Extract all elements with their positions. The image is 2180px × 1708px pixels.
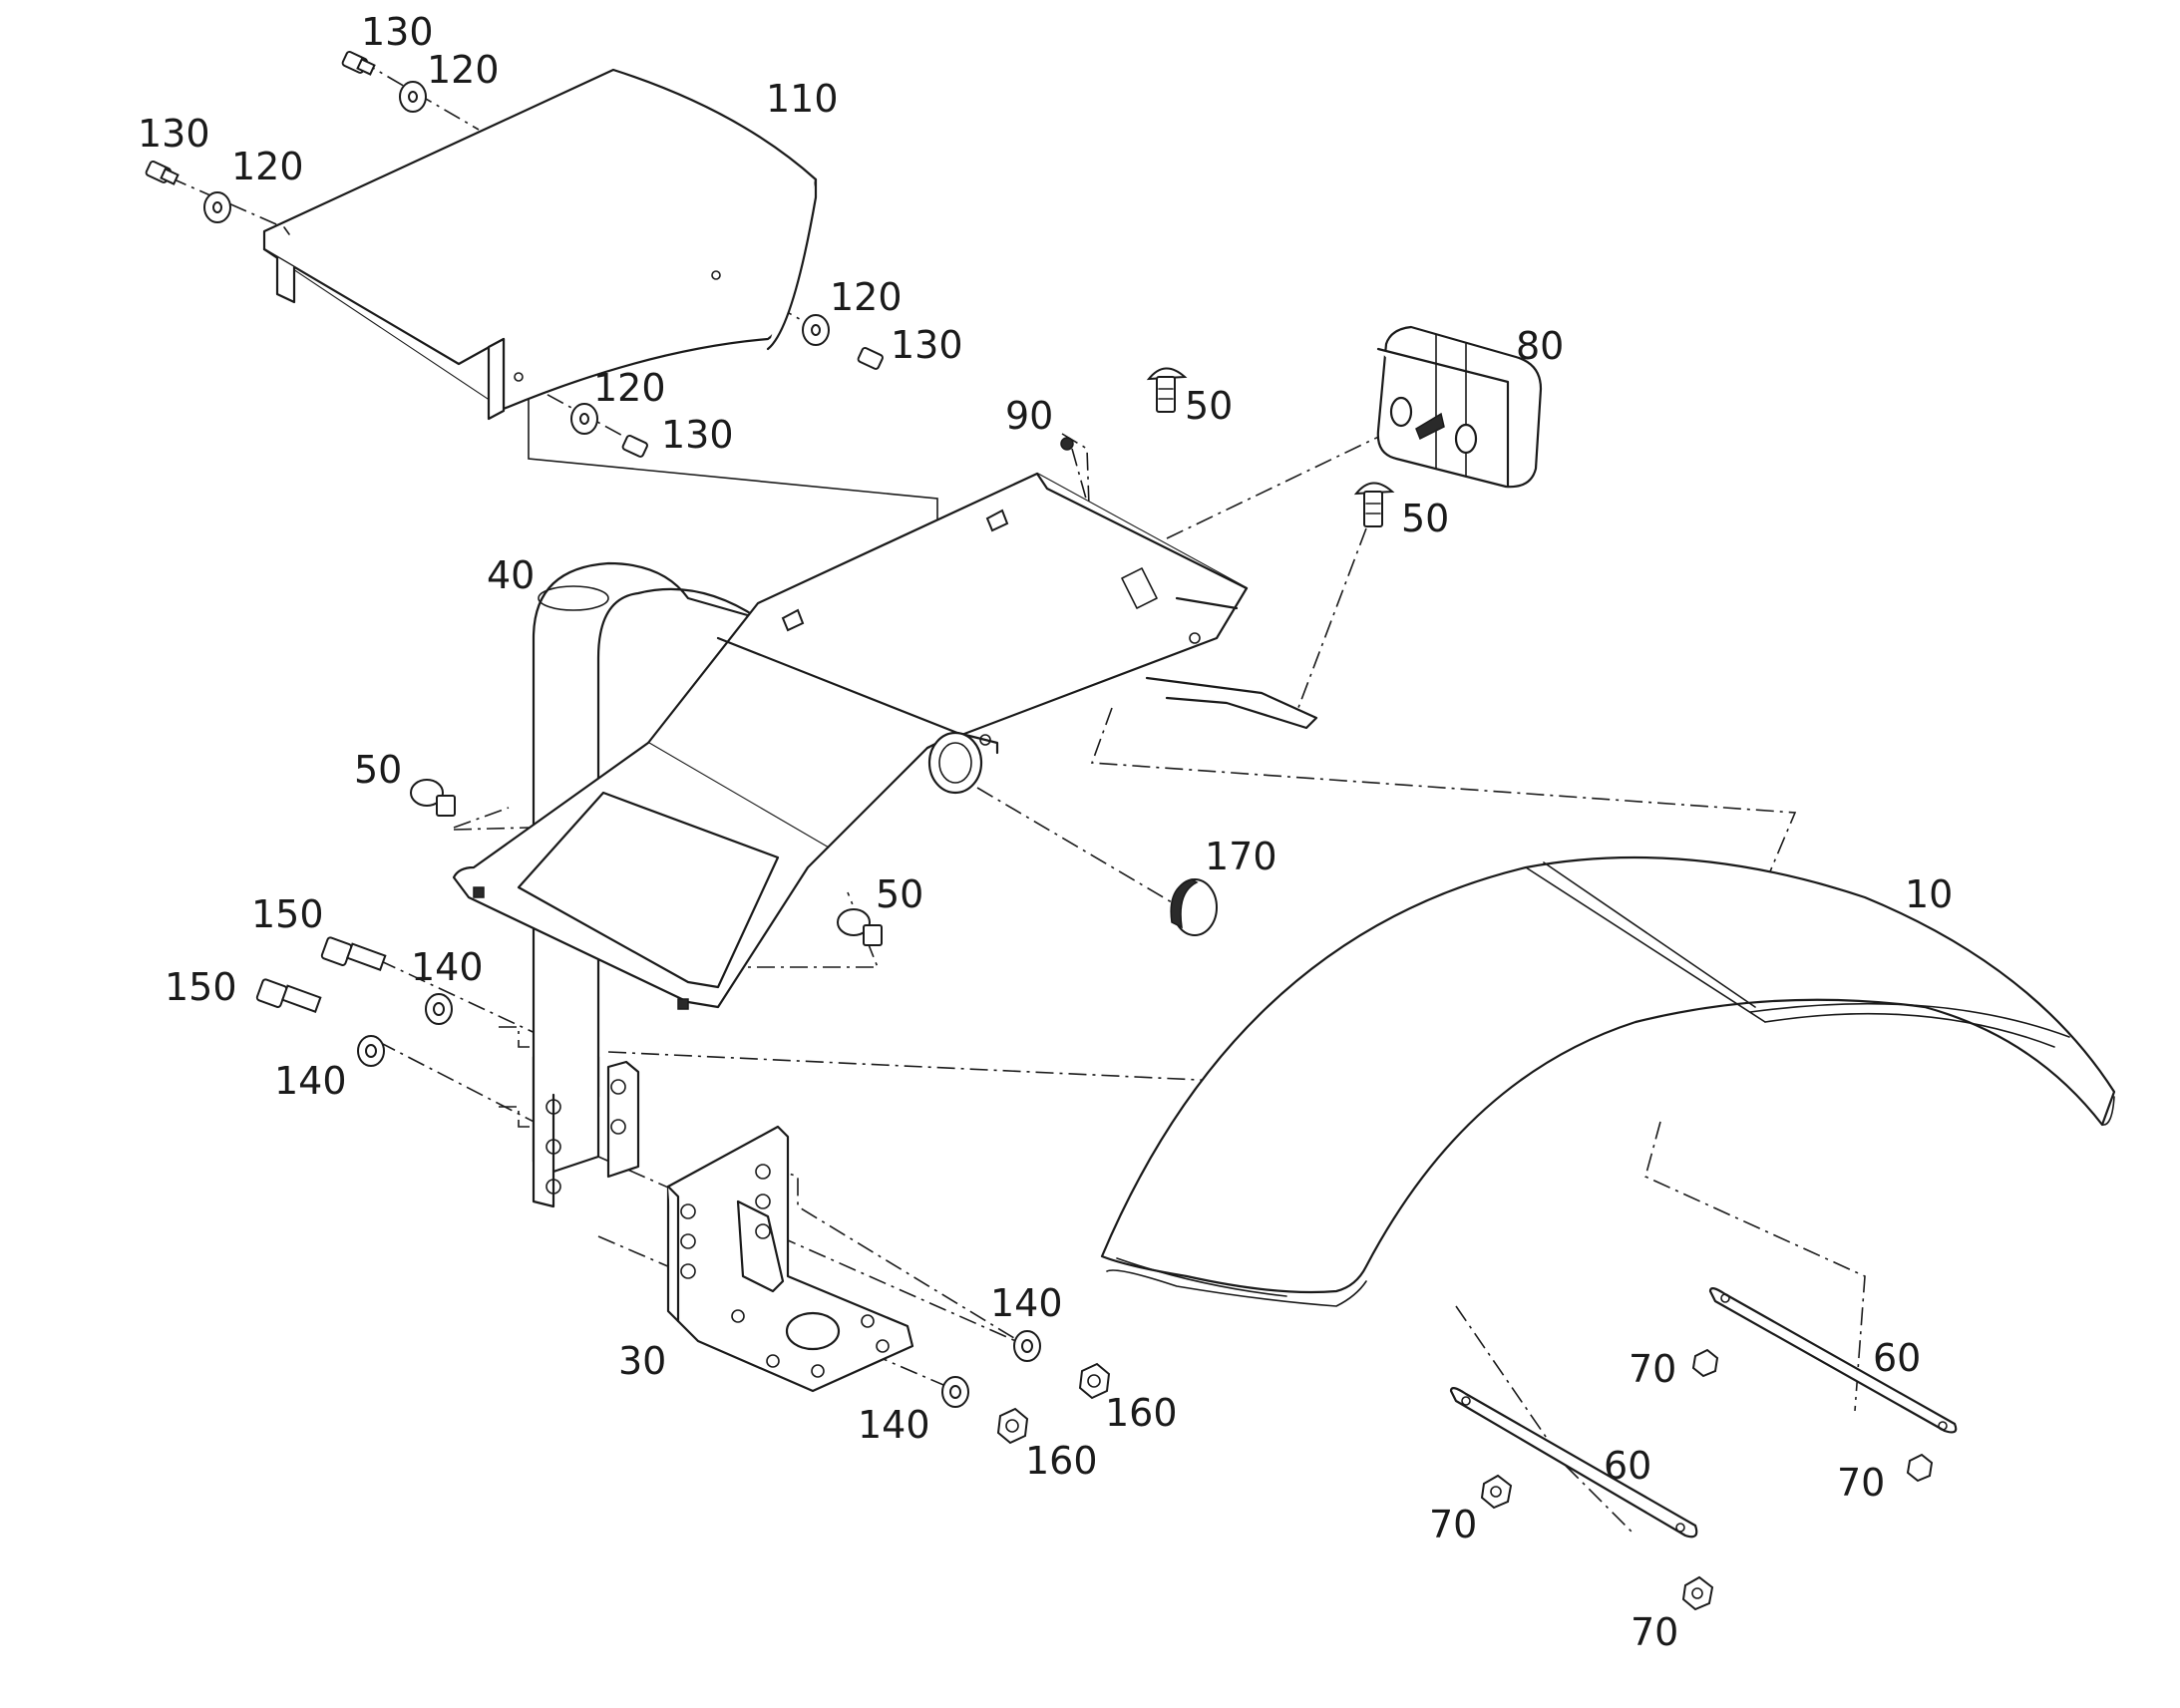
callout-130-b: 130 bbox=[138, 112, 210, 156]
plug-cap-part-170 bbox=[1170, 878, 1218, 936]
hex-bolt-150-a bbox=[320, 936, 387, 971]
washer-140-a bbox=[425, 993, 453, 1025]
callout-50-d: 50 bbox=[876, 872, 923, 916]
callout-130-a: 130 bbox=[361, 10, 434, 54]
screw-130-b bbox=[145, 160, 180, 185]
washer-120-c bbox=[802, 314, 830, 346]
callout-50-c: 50 bbox=[354, 748, 402, 792]
callout-170: 170 bbox=[1205, 835, 1277, 878]
washer-140-c bbox=[1013, 1330, 1041, 1362]
cover-plate-part-110 bbox=[262, 68, 818, 421]
callout-140-a: 140 bbox=[411, 945, 484, 989]
nut-70-a bbox=[1480, 1474, 1513, 1510]
hex-bolt-150-b bbox=[255, 978, 322, 1013]
callout-60-b: 60 bbox=[1873, 1336, 1921, 1380]
mounting-arm-part-40 bbox=[532, 561, 760, 1208]
small-nut-part-90 bbox=[1060, 437, 1074, 451]
screw-130-c bbox=[857, 346, 884, 370]
callout-70-c: 70 bbox=[1837, 1461, 1885, 1505]
washer-120-d bbox=[570, 403, 598, 435]
lamp-carrier-frame bbox=[452, 472, 1318, 1010]
washer-140-b bbox=[357, 1035, 385, 1067]
callout-50-a: 50 bbox=[1185, 384, 1233, 428]
carriage-bolt-50-a bbox=[1146, 367, 1188, 413]
callout-160-a: 160 bbox=[1105, 1391, 1178, 1435]
hex-nut-160-b bbox=[996, 1407, 1029, 1445]
callout-50-b: 50 bbox=[1401, 497, 1449, 540]
callout-130-d: 130 bbox=[661, 413, 734, 457]
callout-90: 90 bbox=[1005, 394, 1053, 438]
nut-70-d bbox=[1906, 1453, 1934, 1483]
tail-lamp-part-80 bbox=[1376, 325, 1543, 489]
callout-140-d: 140 bbox=[858, 1403, 930, 1447]
carriage-bolt-50-b bbox=[1353, 482, 1395, 527]
callout-40: 40 bbox=[487, 553, 535, 597]
washer-140-d bbox=[941, 1376, 969, 1408]
hex-nut-160-a bbox=[1078, 1362, 1111, 1400]
callout-160-b: 160 bbox=[1025, 1439, 1098, 1483]
callout-70-d: 70 bbox=[1631, 1610, 1678, 1654]
callout-140-b: 140 bbox=[274, 1059, 347, 1103]
nut-70-b bbox=[1681, 1575, 1714, 1611]
callout-150-a: 150 bbox=[251, 892, 324, 936]
fender-stay-60-a bbox=[1449, 1387, 1698, 1538]
callout-70-a: 70 bbox=[1429, 1503, 1477, 1546]
screw-130-d bbox=[621, 434, 648, 458]
callout-60-a: 60 bbox=[1604, 1444, 1651, 1488]
callout-120-c: 120 bbox=[830, 275, 903, 319]
callout-70-b: 70 bbox=[1629, 1347, 1676, 1391]
callout-10: 10 bbox=[1905, 872, 1953, 916]
fender-stay-60-b bbox=[1708, 1287, 1958, 1434]
callout-120-a: 120 bbox=[427, 48, 500, 92]
base-bracket-part-30 bbox=[666, 1125, 914, 1393]
callout-80: 80 bbox=[1516, 324, 1564, 368]
callout-30: 30 bbox=[618, 1339, 666, 1383]
callout-120-d: 120 bbox=[593, 366, 666, 410]
callout-120-b: 120 bbox=[231, 145, 304, 188]
callout-labels: 130 120 110 130 120 120 130 120 130 80 9… bbox=[138, 10, 1953, 1654]
carriage-bolt-50-c bbox=[410, 779, 456, 817]
callout-110: 110 bbox=[766, 77, 839, 121]
screw-130-a bbox=[341, 50, 376, 76]
carriage-bolt-50-d bbox=[837, 908, 883, 946]
nut-70-c bbox=[1691, 1348, 1719, 1378]
washer-120-a bbox=[399, 81, 427, 113]
callout-130-c: 130 bbox=[891, 323, 963, 367]
callout-150-b: 150 bbox=[165, 965, 237, 1009]
fender-part-10 bbox=[1100, 855, 2116, 1307]
washer-120-b bbox=[203, 191, 231, 223]
callout-140-c: 140 bbox=[990, 1281, 1063, 1325]
